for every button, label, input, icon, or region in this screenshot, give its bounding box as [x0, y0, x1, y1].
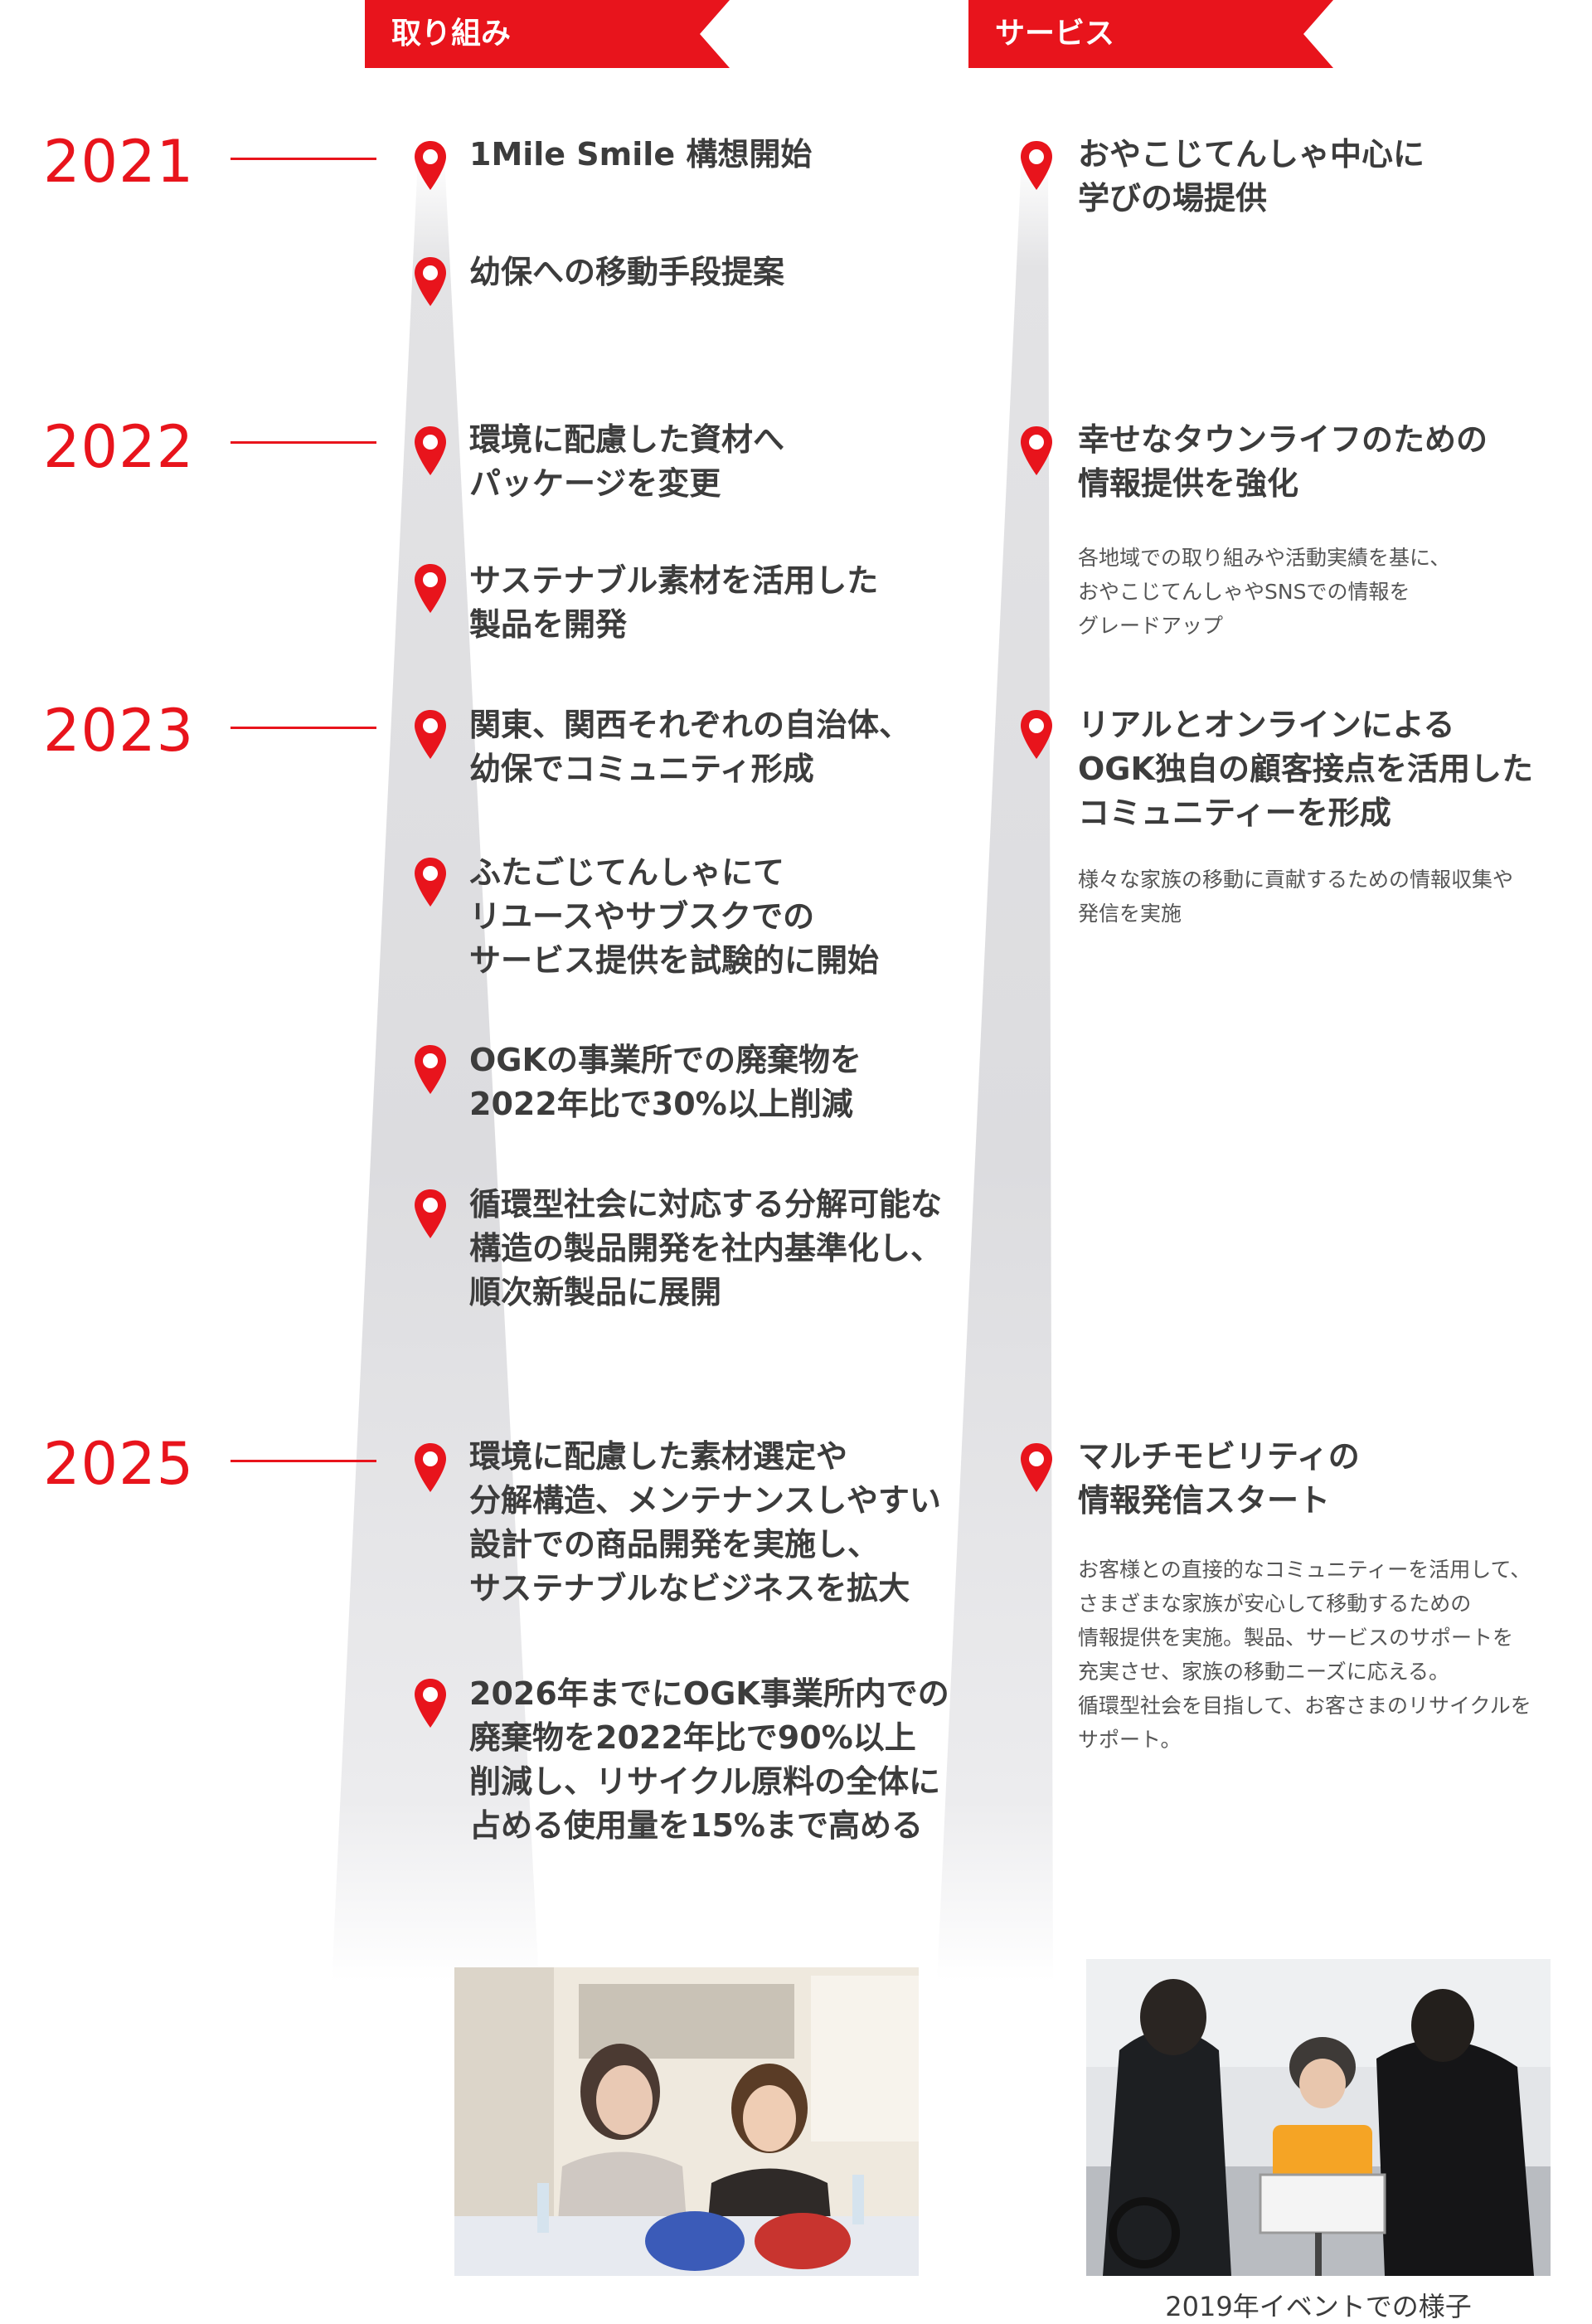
map-pin-icon	[412, 1188, 449, 1241]
map-pin-icon	[1018, 1442, 1055, 1495]
service-item-title: 幸せなタウンライフのための 情報提供を強化	[1078, 421, 1488, 502]
map-pin-icon	[412, 1043, 449, 1096]
map-pin-icon	[1018, 425, 1055, 478]
map-pin-icon	[1018, 139, 1055, 192]
initiative-item: OGKの事業所での廃棄物を 2022年比で30%以上削減	[469, 1042, 862, 1122]
map-pin-icon	[1018, 708, 1055, 761]
year-2023: 2023	[43, 697, 195, 765]
year-2022: 2022	[43, 413, 195, 481]
year-line-2022	[231, 441, 376, 444]
year-2021: 2021	[43, 128, 195, 196]
event-photo	[1086, 1959, 1551, 2276]
map-pin-icon	[412, 562, 449, 615]
initiative-item: サステナブル素材を活用した 製品を開発	[469, 562, 879, 643]
right-beam	[937, 158, 1053, 1982]
map-pin-icon	[412, 425, 449, 478]
initiative-item: 関東、関西それぞれの自治体、 幼保でコミュニティ形成	[469, 707, 911, 787]
initiative-item: 2026年までにOGK事業所内での 廃棄物を2022年比で90%以上 削減し、リ…	[469, 1675, 949, 1844]
workshop-photo	[454, 1967, 919, 2276]
service-item-desc: 各地域での取り組みや活動実績を基に、 おやこじてんしゃやSNSでの情報を グレー…	[1078, 546, 1451, 638]
initiative-item: ふたごじてんしゃにて リユースやサブスクでの サービス提供を試験的に開始	[469, 854, 880, 979]
initiative-item: 環境に配慮した素材選定や 分解構造、メンテナンスしやすい 設計での商品開発を実施…	[469, 1438, 941, 1607]
year-line-2023	[231, 727, 376, 729]
map-pin-icon	[412, 1442, 449, 1495]
initiative-item: 幼保への移動手段提案	[469, 254, 785, 290]
initiative-item: 1Mile Smile 構想開始	[469, 136, 813, 173]
year-line-2021	[231, 158, 376, 160]
service-item-title: マルチモビリティの 情報発信スタート	[1078, 1438, 1360, 1519]
service-item-title: リアルとオンラインによる OGK独自の顧客接点を活用した コミュニティーを形成	[1078, 707, 1533, 831]
initiative-item: 環境に配慮した資材へ パッケージを変更	[469, 421, 785, 502]
photo-caption: 2019年イベントでの様子	[1165, 2291, 1472, 2322]
map-pin-icon	[412, 139, 449, 192]
map-pin-icon	[412, 1677, 449, 1730]
initiative-item: 循環型社会に対応する分解可能な 構造の製品開発を社内基準化し、 順次新製品に展開	[469, 1186, 943, 1310]
map-pin-icon	[412, 708, 449, 761]
header-services: サービス	[968, 0, 1333, 68]
map-pin-icon	[412, 856, 449, 909]
year-line-2025	[231, 1460, 376, 1462]
year-2025: 2025	[43, 1430, 195, 1498]
service-item-desc: 様々な家族の移動に貢献するための情報収集や 発信を実施	[1078, 868, 1514, 926]
header-initiatives: 取り組み	[365, 0, 730, 68]
service-item-desc: お客様との直接的なコミュニティーを活用して、 さまざまな家族が安心して移動するた…	[1078, 1558, 1531, 1752]
map-pin-icon	[412, 255, 449, 309]
service-item-title: おやこじてんしゃ中心に 学びの場提供	[1078, 136, 1425, 216]
